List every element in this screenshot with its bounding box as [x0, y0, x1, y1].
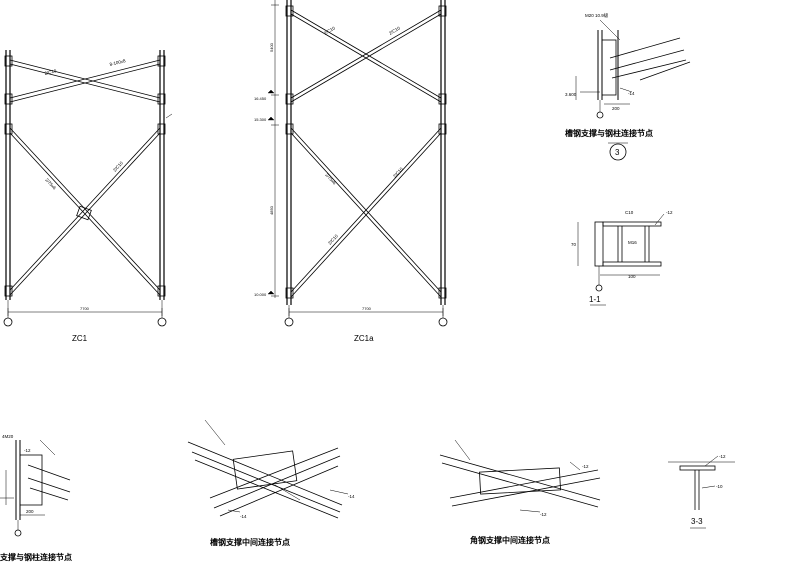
detail-angle-mid-drawing: [439, 439, 601, 513]
detail-channel-mid-note: -14: [348, 494, 355, 499]
detail-angle-mid-note: -12: [582, 464, 589, 469]
frame-zc1a-level: 10.000: [254, 292, 267, 297]
detail-channel-mid-caption: 槽钢支撑中间连接节点: [210, 537, 290, 547]
detail-3-note: 3.600: [565, 92, 577, 97]
frame-zc1a-height-dim: 5400: [269, 42, 274, 52]
section-1-1-note: 70: [571, 242, 577, 247]
frame-zc1a-brace-mark: 2/C10: [327, 233, 339, 246]
frame-zc1a: [267, 0, 448, 327]
frame-zc1a-label: ZC1a: [354, 334, 374, 343]
frame-zc1a-level: 16.450: [254, 96, 267, 101]
detail-3-note: -14: [628, 91, 635, 96]
detail-angle-mid-caption: 角钢支撑中间连接节点: [470, 535, 550, 545]
section-1-1-note: M16: [628, 240, 637, 245]
frame-zc1-brace-mark: 2/75x6: [44, 177, 57, 191]
frame-zc1: [3, 50, 173, 327]
frame-zc1-label: ZC1: [72, 334, 88, 343]
frame-zc1a-brace-mark: 2/75x6: [324, 172, 337, 186]
section-1-1-label: 1-1: [589, 295, 601, 304]
detail-channel-mid-drawing: [187, 419, 349, 519]
section-1-1-drawing: [577, 213, 665, 306]
detail-3-note: 200: [612, 106, 620, 111]
frame-zc1a-brace-mark: 2/C10: [323, 25, 336, 36]
frame-zc1a-brace-mark: 2/C10: [388, 25, 401, 36]
detail-left-note: 4M20: [2, 434, 14, 439]
section-3-3-drawing: [668, 455, 735, 529]
section-1-1-note: C10: [625, 210, 634, 215]
detail-3-drawing: [575, 19, 691, 161]
detail-left-caption: 支撑与钢柱连接节点: [0, 552, 72, 562]
section-3-3-label: 3-3: [691, 517, 703, 526]
detail-3-note: M20 10.9级: [585, 12, 609, 19]
frame-zc1-width-dim: 7700: [80, 306, 90, 311]
detail-angle-mid-note: -12: [540, 512, 547, 517]
frame-zc1a-level: 15.300: [254, 117, 267, 122]
detail-left-note: -12: [24, 448, 31, 453]
frame-zc1a-width-dim: 7700: [362, 306, 372, 311]
detail-left-drawing: [0, 439, 71, 537]
frame-zc1-brace-mark: 2/C10: [112, 160, 124, 173]
frame-zc1-brace-mark: 2/C10: [44, 68, 57, 76]
frame-zc1-brace-mark: 8-100x8: [109, 58, 126, 67]
frame-zc1a-brace-mark: 2/C10: [392, 166, 404, 179]
detail-left-note: 200: [26, 509, 34, 514]
detail-channel-mid-note: -14: [240, 514, 247, 519]
section-1-1-note: -12: [666, 210, 673, 215]
section-3-3-note: -10: [716, 484, 723, 489]
section-1-1-note: 100: [628, 274, 636, 279]
section-3-3-note: -12: [719, 454, 726, 459]
detail-3-symbol: 3: [615, 148, 620, 157]
frame-zc1a-height-dim: 4850: [269, 205, 274, 215]
detail-3-caption: 槽钢支撑与钢柱连接节点: [565, 128, 653, 138]
